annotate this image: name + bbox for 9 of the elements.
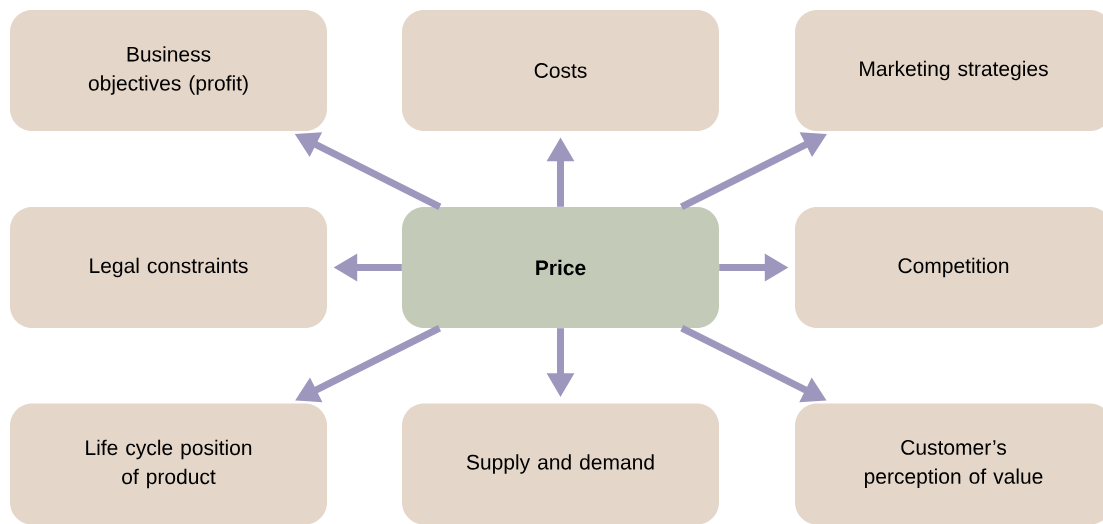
factor-box: Competition (795, 207, 1103, 328)
factor-box: Marketing strategies (795, 10, 1103, 131)
factor-box: Legal constraints (10, 207, 327, 328)
factor-box: Costs (402, 10, 719, 131)
center-box: Price (402, 207, 719, 328)
factor-box: Supply and demand (402, 403, 719, 524)
factor-box: Customer’s perception of value (795, 403, 1103, 524)
factor-box: Life cycle position of product (10, 403, 327, 524)
factor-box: Business objectives (profit) (10, 10, 327, 131)
